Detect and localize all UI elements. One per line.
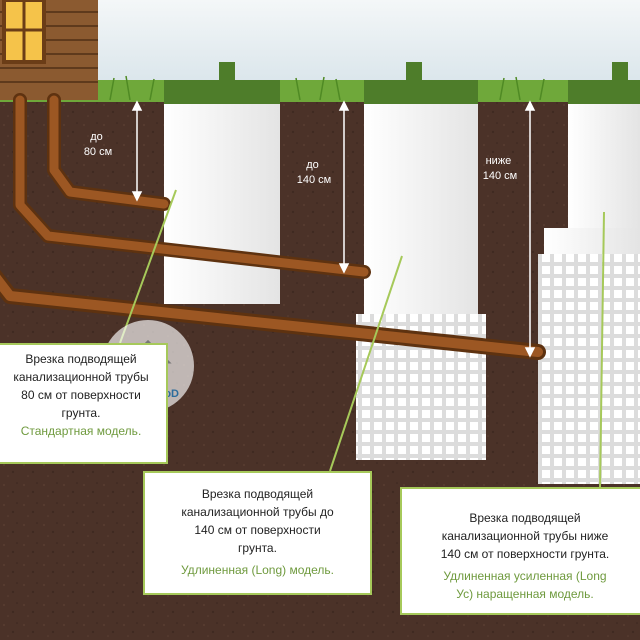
model-name-long-reinforced: Удлиненная усиленная (Long bbox=[443, 569, 607, 583]
info-line: Врезка подводящей bbox=[25, 352, 137, 366]
depth-arrows bbox=[131, 100, 536, 358]
sky bbox=[0, 0, 640, 92]
info-line: канализационной трубы bbox=[13, 370, 149, 384]
info-box-long-reinforced: Врезка подводящей канализационной трубы … bbox=[400, 487, 640, 615]
info-line: канализационной трубы ниже bbox=[441, 529, 609, 543]
info-line: грунта. bbox=[238, 541, 277, 555]
info-line: 140 см от поверхности грунта. bbox=[440, 547, 610, 561]
leader-line-long bbox=[329, 255, 403, 472]
info-line: Врезка подводящей bbox=[469, 511, 581, 525]
house bbox=[0, 0, 98, 100]
model-name-standard: Стандартная модель. bbox=[20, 424, 142, 438]
depth-label-long-reinforced: ниже 140 см bbox=[483, 155, 517, 182]
depth-label-long: до 140 см bbox=[297, 159, 331, 186]
info-box-standard: Врезка подводящей канализационной трубы … bbox=[0, 343, 168, 464]
grass bbox=[0, 80, 640, 102]
leader-lines bbox=[119, 189, 605, 488]
pipes bbox=[0, 93, 546, 360]
info-box-long: Врезка подводящей канализационной трубы … bbox=[143, 471, 372, 595]
info-line: канализационной трубы до bbox=[181, 505, 334, 519]
tank-standard bbox=[164, 62, 280, 304]
info-line: 140 см от поверхности bbox=[194, 523, 321, 537]
model-name-long: Удлиненная (Long) модель. bbox=[181, 563, 334, 577]
leader-line-long-reinforced bbox=[599, 211, 605, 488]
tank-long bbox=[356, 62, 486, 460]
leader-line-standard bbox=[119, 189, 177, 344]
info-line: Врезка подводящей bbox=[201, 487, 314, 501]
grass-blades bbox=[109, 75, 545, 101]
model-name-long-reinforced-cont: Ус) наращенная модель. bbox=[456, 587, 594, 601]
info-line: грунта. bbox=[61, 406, 101, 420]
info-line: 80 см от поверхности bbox=[21, 388, 141, 402]
depth-label-standard: до 80 см bbox=[84, 131, 112, 158]
